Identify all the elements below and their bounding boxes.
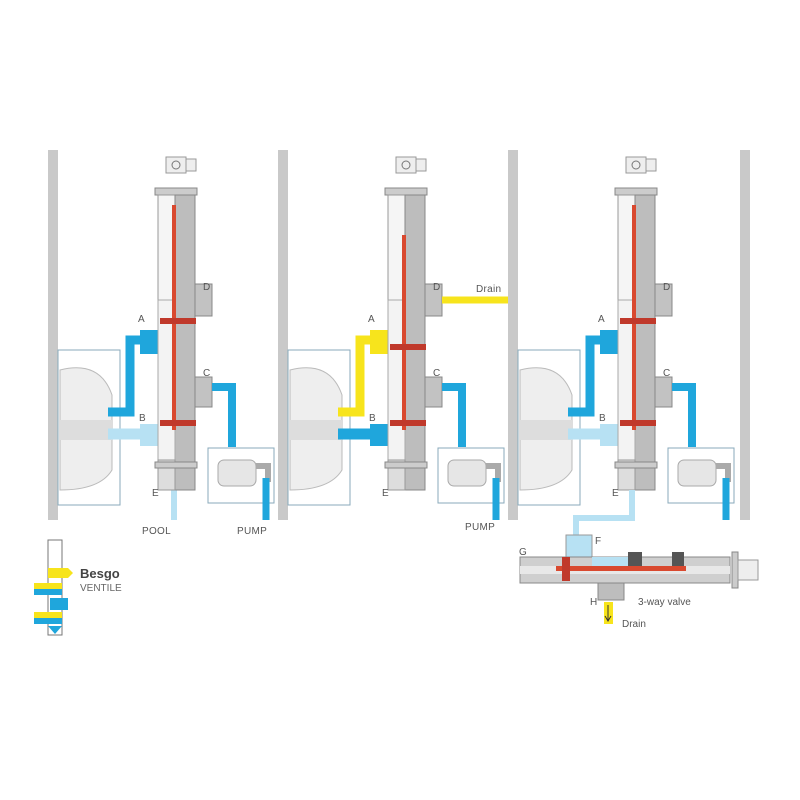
port-label-d: D <box>433 282 440 293</box>
logo-sub: VENTILE <box>80 583 122 594</box>
pipe-c-pump <box>442 383 466 447</box>
drain-label: Drain <box>622 619 646 630</box>
three-way-valve-label: 3-way valve <box>638 597 691 608</box>
piston-rod <box>632 205 636 430</box>
logo-brand: Besgo <box>80 566 120 581</box>
panel-backwash: A B C D E Drain PUMP <box>287 156 508 533</box>
wall-2 <box>278 150 288 520</box>
panel-filtration: A B C D E POOL PUMP <box>57 156 274 537</box>
three-way-valve: G F H 3-way valve Drain <box>519 534 759 630</box>
pipe-c-pump <box>672 383 696 447</box>
wall-4 <box>740 150 750 520</box>
port-label-a: A <box>138 314 145 325</box>
pipe-c-pump <box>212 383 236 447</box>
besgo-valve <box>384 156 443 491</box>
pool-label: POOL <box>142 526 171 537</box>
port-label-c: C <box>203 368 210 379</box>
port-label-d: D <box>663 282 670 293</box>
port-label-h: H <box>590 597 597 608</box>
pump-label: PUMP <box>465 522 495 533</box>
port-label-e: E <box>612 488 619 499</box>
port-label-b: B <box>599 413 606 424</box>
port-label-a: A <box>368 314 375 325</box>
piston-rod <box>402 235 406 430</box>
drain-label: Drain <box>476 284 501 295</box>
wall-1 <box>48 150 58 520</box>
panel-rinse: A B C D E <box>517 156 734 540</box>
sand-filter <box>57 349 121 506</box>
pump-label: PUMP <box>237 526 267 537</box>
pipe-e-to-3way <box>573 490 635 540</box>
port-label-e: E <box>382 488 389 499</box>
piston-rod <box>172 205 176 430</box>
port-label-c: C <box>433 368 440 379</box>
port-label-f: F <box>595 536 601 547</box>
port-label-g: G <box>519 547 527 558</box>
port-label-b: B <box>369 413 376 424</box>
port-label-a: A <box>598 314 605 325</box>
port-label-c: C <box>663 368 670 379</box>
besgo-logo: Besgo VENTILE <box>34 539 122 636</box>
port-label-d: D <box>203 282 210 293</box>
actuator <box>737 559 759 581</box>
sand-filter <box>517 349 581 506</box>
port-label-b: B <box>139 413 146 424</box>
port-label-e: E <box>152 488 159 499</box>
piston-rod <box>556 566 686 571</box>
wall-3 <box>508 150 518 520</box>
sand-filter <box>287 349 351 506</box>
